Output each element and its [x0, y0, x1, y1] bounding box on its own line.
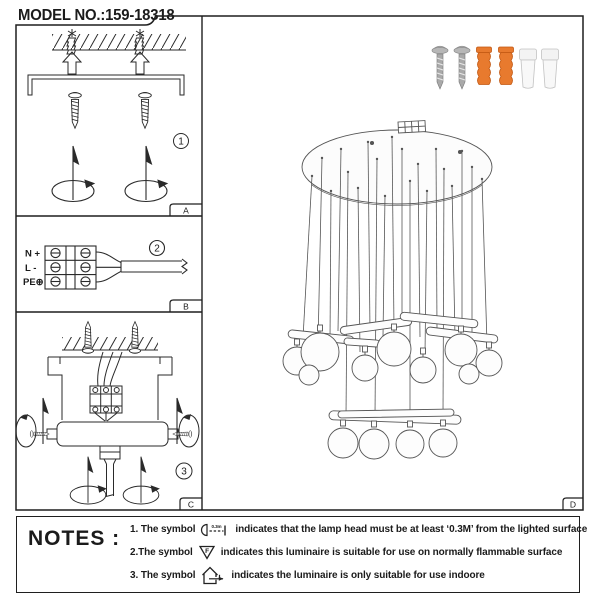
sheet-frame: [15, 15, 584, 511]
wire-connector-icon: [541, 48, 559, 89]
model-number-label: MODEL NO.:159-18318: [18, 7, 175, 24]
terminal-block-icon: [397, 120, 427, 134]
step3-badge-circle: [175, 462, 193, 480]
lamp-distance-icon: 0.3m: [201, 523, 227, 536]
wall-anchor-plug-icon: [498, 46, 514, 85]
rod-caps: [310, 135, 484, 198]
globe-bulbs-upper: [282, 323, 503, 386]
step2-wiring-diagram: [44, 239, 188, 290]
step2-badge-circle: [148, 239, 166, 257]
rotate-arrow-icon: [124, 145, 168, 203]
step1-badge-circle: [173, 133, 189, 149]
tab-a-label: A: [183, 206, 189, 216]
note-2-prefix: 2.The symbol: [130, 547, 193, 558]
mounting-bracket: [27, 74, 185, 96]
rotate-arrow-icon: [51, 145, 95, 203]
terminal-pe-label: PE⊕: [23, 277, 44, 288]
notes-list: 1. The symbol 0.3m indicates that the la…: [130, 519, 587, 586]
note-1-text: indicates that the lamp head must be at …: [235, 524, 588, 535]
downrod: [99, 445, 121, 497]
lower-arm: [328, 408, 462, 425]
notes-title: NOTES :: [28, 527, 121, 550]
wire-connector-icon: [519, 48, 537, 89]
note-item-2: 2.The symbol F indicates this luminaire …: [130, 542, 582, 563]
screw-icon: [29, 430, 50, 438]
up-arrow-icon: [61, 51, 83, 75]
rotate-arrow-icon: [69, 456, 107, 505]
rotate-arrow-icon: [122, 456, 160, 505]
tab-c-label: C: [188, 500, 194, 510]
up-arrow-icon: [129, 51, 151, 75]
terminal-block: [44, 245, 97, 290]
tab-b-label: B: [183, 302, 189, 312]
screw-icon: [172, 430, 193, 438]
hardware-kit: [431, 45, 559, 90]
indoor-house-icon: [202, 566, 224, 585]
note-1-prefix: 1. The symbol: [130, 524, 196, 535]
mounting-plate: [56, 421, 169, 447]
terminal-block-small: [89, 385, 123, 422]
suspension-rods: [302, 135, 488, 417]
step1-number: 1: [178, 137, 184, 148]
lamp-distance-value: 0.3m: [212, 524, 222, 529]
step2-number: 2: [154, 244, 160, 255]
supply-cable: [95, 251, 188, 283]
screw-icon: [138, 91, 152, 129]
step1-mounting-diagram: [27, 29, 189, 203]
notes-box: [16, 516, 580, 593]
f-triangle-icon: F: [198, 545, 215, 560]
terminal-l-label: L -: [25, 263, 36, 274]
canopy-outline: [47, 356, 173, 420]
tab-d-label: D: [570, 500, 576, 510]
note-item-3: 3. The symbol indicates the luminaire is…: [130, 565, 582, 586]
terminal-n-label: N +: [25, 249, 41, 260]
mounting-screw-icon: [431, 45, 449, 90]
f-triangle-letter: F: [205, 548, 209, 555]
note-item-1: 1. The symbol 0.3m indicates that the la…: [130, 519, 587, 540]
note-3-prefix: 3. The symbol: [130, 570, 196, 581]
chandelier-drawing: [282, 120, 503, 460]
mounting-screw-icon: [453, 45, 471, 90]
note-2-text: indicates this luminaire is suitable for…: [220, 547, 563, 558]
screw-icon: [68, 91, 82, 129]
step3-number: 3: [181, 467, 187, 478]
globe-bulbs-lower: [327, 419, 458, 460]
step3-canopy-diagram: [15, 321, 200, 505]
note-3-text: indicates the luminaire is only suitable…: [231, 570, 485, 581]
ceiling-plate: [301, 120, 493, 206]
wall-anchor-plug-icon: [476, 46, 492, 85]
